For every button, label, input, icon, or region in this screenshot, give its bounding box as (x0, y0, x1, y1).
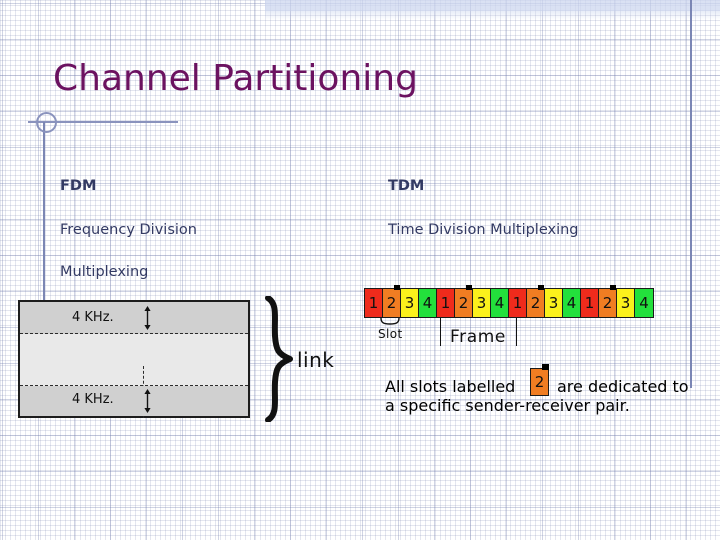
fdm-description-line-1: Frequency Division (60, 222, 197, 238)
tdm-slot: 2 (527, 285, 545, 317)
caption-part-2: are dedicated to (557, 377, 689, 396)
tdm-slot-label: 3 (476, 294, 487, 312)
tdm-slot-label: 4 (639, 294, 649, 312)
caption-inline-slot-label: 2 (534, 373, 545, 391)
tdm-slot-label: 4 (422, 294, 433, 312)
page-title: Channel Partitioning (53, 58, 418, 99)
caption-part-3: a specific sender-receiver pair. (385, 396, 630, 415)
tdm-slot: 1 (581, 289, 599, 317)
tdm-slot-label: 1 (584, 294, 595, 312)
tdm-slot-label: 2 (458, 294, 469, 312)
link-label: link (297, 348, 335, 372)
right-vertical-rule (690, 0, 692, 388)
tdm-slot-label: 2 (602, 294, 613, 312)
tdm-slot-label: 4 (566, 294, 577, 312)
caption-part-1: All slots labelled (385, 377, 516, 396)
tdm-slot-label: 3 (404, 294, 415, 312)
tdm-slot: 1 (365, 289, 383, 317)
tdm-description-line-1: Time Division Multiplexing (388, 222, 579, 238)
tdm-slot-label: 2 (530, 294, 541, 312)
fdm-band-bottom-label: 4 KHz. (72, 392, 114, 407)
tdm-slot-marker-icon (466, 285, 472, 290)
fdm-top-arrow-icon (144, 306, 151, 330)
tdm-slot-label: 1 (512, 294, 523, 312)
tdm-slot: 4 (419, 289, 437, 317)
top-banner-decoration (265, 0, 720, 11)
title-circle-decoration (36, 112, 57, 133)
slot-label: Slot (378, 327, 403, 341)
tdm-slot-marker-icon (394, 285, 400, 290)
fdm-bandwidth-diagram: 4 KHz. 4 KHz. (18, 300, 250, 418)
fdm-bottom-arrow-icon (144, 389, 151, 413)
tdm-slot-marker-icon (610, 285, 616, 290)
frame-tick-right (516, 318, 517, 346)
title-horizontal-rule (28, 121, 178, 123)
fdm-band-bottom: 4 KHz. (20, 386, 248, 416)
tdm-heading: TDM (388, 178, 425, 194)
tdm-slot: 3 (473, 289, 491, 317)
tdm-slot: 4 (635, 289, 653, 317)
caption-inline-slot-marker-icon (542, 364, 549, 370)
tdm-slot: 3 (617, 289, 635, 317)
caption-inline-slot: 2 (530, 364, 549, 396)
tdm-slot-label: 4 (494, 294, 505, 312)
fdm-band-middle (20, 334, 248, 418)
tdm-slot-label: 1 (440, 294, 451, 312)
fdm-band-top-label: 4 KHz. (72, 310, 114, 325)
tdm-slot-marker-icon (538, 285, 544, 290)
tdm-slot: 1 (509, 289, 527, 317)
tdm-slot: 4 (491, 289, 509, 317)
tdm-slot-label: 3 (620, 294, 631, 312)
tdm-slot: 2 (599, 285, 617, 317)
fdm-band-top: 4 KHz. (20, 302, 248, 334)
slot-brace-icon (380, 318, 400, 325)
top-banner-fade-decoration (265, 11, 720, 20)
tdm-slot-label: 2 (386, 294, 397, 312)
fdm-heading: FDM (60, 178, 97, 194)
tdm-slot: 2 (383, 285, 401, 317)
tdm-slot-label: 3 (548, 294, 559, 312)
tdm-slot: 4 (563, 289, 581, 317)
tdm-slot: 2 (455, 285, 473, 317)
tdm-slot-label: 1 (368, 294, 379, 312)
frame-label: Frame (450, 327, 506, 347)
frame-tick-left (440, 318, 441, 346)
link-brace-icon (265, 296, 293, 422)
tdm-slot: 1 (437, 289, 455, 317)
tdm-slot: 3 (401, 289, 419, 317)
tdm-slot: 3 (545, 289, 563, 317)
fdm-description-line-2: Multiplexing (60, 264, 149, 280)
left-vertical-rule (43, 122, 45, 300)
